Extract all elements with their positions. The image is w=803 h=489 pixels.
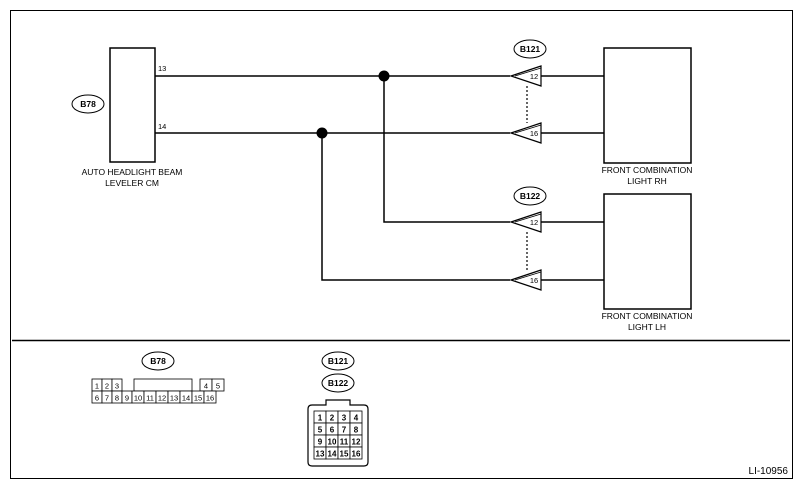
legend-b121-oval (321, 351, 355, 371)
wire-14-to-lh (321, 133, 510, 281)
legend-b78-id: B78 (150, 356, 166, 366)
b78-pin-3: 3 (115, 382, 119, 391)
b78-pin-8: 8 (115, 394, 119, 403)
connector-b122: B122 12 16 (509, 186, 547, 291)
connector-b121: B121 12 16 (509, 39, 547, 144)
b78-pin-14: 14 (182, 394, 190, 403)
wires (155, 75, 604, 281)
leveler-label-line2: LEVELER CM (105, 178, 159, 188)
light-rh-label-line2: LIGHT RH (627, 176, 667, 186)
b121-b122-pin-11: 11 (340, 438, 349, 447)
b121-b122-pin-16: 16 (352, 450, 361, 459)
leveler-module: B78 AUTO HEADLIGHT BEAM LEVELER CM 13 14 (71, 47, 183, 188)
b122-terminal-12 (509, 211, 542, 233)
legend-b122-oval (321, 373, 355, 393)
b78-pin-13: 13 (170, 394, 178, 403)
b121-b122-pin-14: 14 (328, 450, 337, 459)
b78-pin-10: 10 (134, 394, 142, 403)
b122-connector-id: B122 (520, 191, 541, 201)
light-lh-label-line1: FRONT COMBINATION (602, 311, 693, 321)
b121-b122-pin-15: 15 (340, 450, 349, 459)
b121-b122-pin-12: 12 (352, 438, 361, 447)
b78-pin-16: 16 (206, 394, 214, 403)
front-light-lh: FRONT COMBINATION LIGHT LH (602, 193, 693, 332)
leveler-pin-13: 13 (158, 64, 166, 73)
b121-b122-pin-10: 10 (328, 438, 337, 447)
b78-blank-slot-cell (133, 378, 193, 392)
b121-b122-pin-13: 13 (316, 450, 325, 459)
b122-pin-16: 16 (530, 276, 538, 285)
diagram-frame (10, 10, 793, 479)
b78-pin-7: 7 (105, 394, 109, 403)
light-rh-label-line1: FRONT COMBINATION (602, 165, 693, 175)
b121-terminal-16 (509, 122, 542, 144)
b78-pin-15: 15 (194, 394, 202, 403)
b78-connector-oval (71, 94, 105, 114)
b121-b122-pin-3: 3 (342, 414, 347, 423)
legend-b122-id: B122 (328, 378, 349, 388)
b121-pin-12: 12 (530, 72, 538, 81)
splice-node-13 (378, 70, 390, 82)
b121-b122-pin-5: 5 (318, 426, 323, 435)
b122-terminal-12-inner (514, 213, 542, 223)
b121-terminal-16-inner (514, 124, 542, 134)
b121-b122-pin-1: 1 (318, 414, 323, 423)
b122-connector-oval (513, 186, 547, 206)
leveler-label-line1: AUTO HEADLIGHT BEAM (82, 167, 183, 177)
b78-pin-2: 2 (105, 382, 109, 391)
b121-pin-16: 16 (530, 129, 538, 138)
b78-pin-16-cell (203, 390, 217, 404)
light-lh-label-line2: LIGHT LH (628, 322, 666, 332)
b121-b122-pin-16-cell (349, 446, 363, 460)
b78-pin-9: 9 (125, 394, 129, 403)
light-rh-box (603, 47, 692, 164)
diagram-reference: LI-10956 (749, 466, 789, 477)
b78-pin-4: 4 (204, 382, 208, 391)
b78-pin-5: 5 (216, 382, 220, 391)
leveler-pin-14: 14 (158, 122, 166, 131)
b121-terminal-12 (509, 65, 542, 87)
b122-terminal-16-inner (514, 271, 542, 281)
b121-connector-id: B121 (520, 44, 541, 54)
leveler-box (109, 47, 156, 163)
b121-b122-pin-4: 4 (354, 414, 359, 423)
b78-pin-11: 11 (146, 394, 154, 403)
b121-terminal-12-inner (514, 67, 542, 77)
b78-pin-5-cell (211, 378, 225, 392)
b121-b122-pin-9: 9 (318, 438, 323, 447)
b121-connector-oval (513, 39, 547, 59)
b78-pin-12: 12 (158, 394, 166, 403)
b121-b122-pin-7: 7 (342, 426, 347, 435)
b121-b122-pin-6: 6 (330, 426, 335, 435)
b78-pin-6: 6 (95, 394, 99, 403)
wire-13-to-lh (383, 76, 510, 223)
front-light-rh: FRONT COMBINATION LIGHT RH (602, 47, 693, 186)
splice-node-14 (316, 127, 328, 139)
b122-pin-12: 12 (530, 218, 538, 227)
legend-b121-id: B121 (328, 356, 349, 366)
b78-connector-id: B78 (80, 99, 96, 109)
b122-terminal-16 (509, 269, 542, 291)
light-lh-box (603, 193, 692, 310)
b78-pin-1: 1 (95, 382, 99, 391)
legend-b78-oval (141, 351, 175, 371)
b121-b122-pin-8: 8 (354, 426, 359, 435)
b121-b122-pin-2: 2 (330, 414, 335, 423)
